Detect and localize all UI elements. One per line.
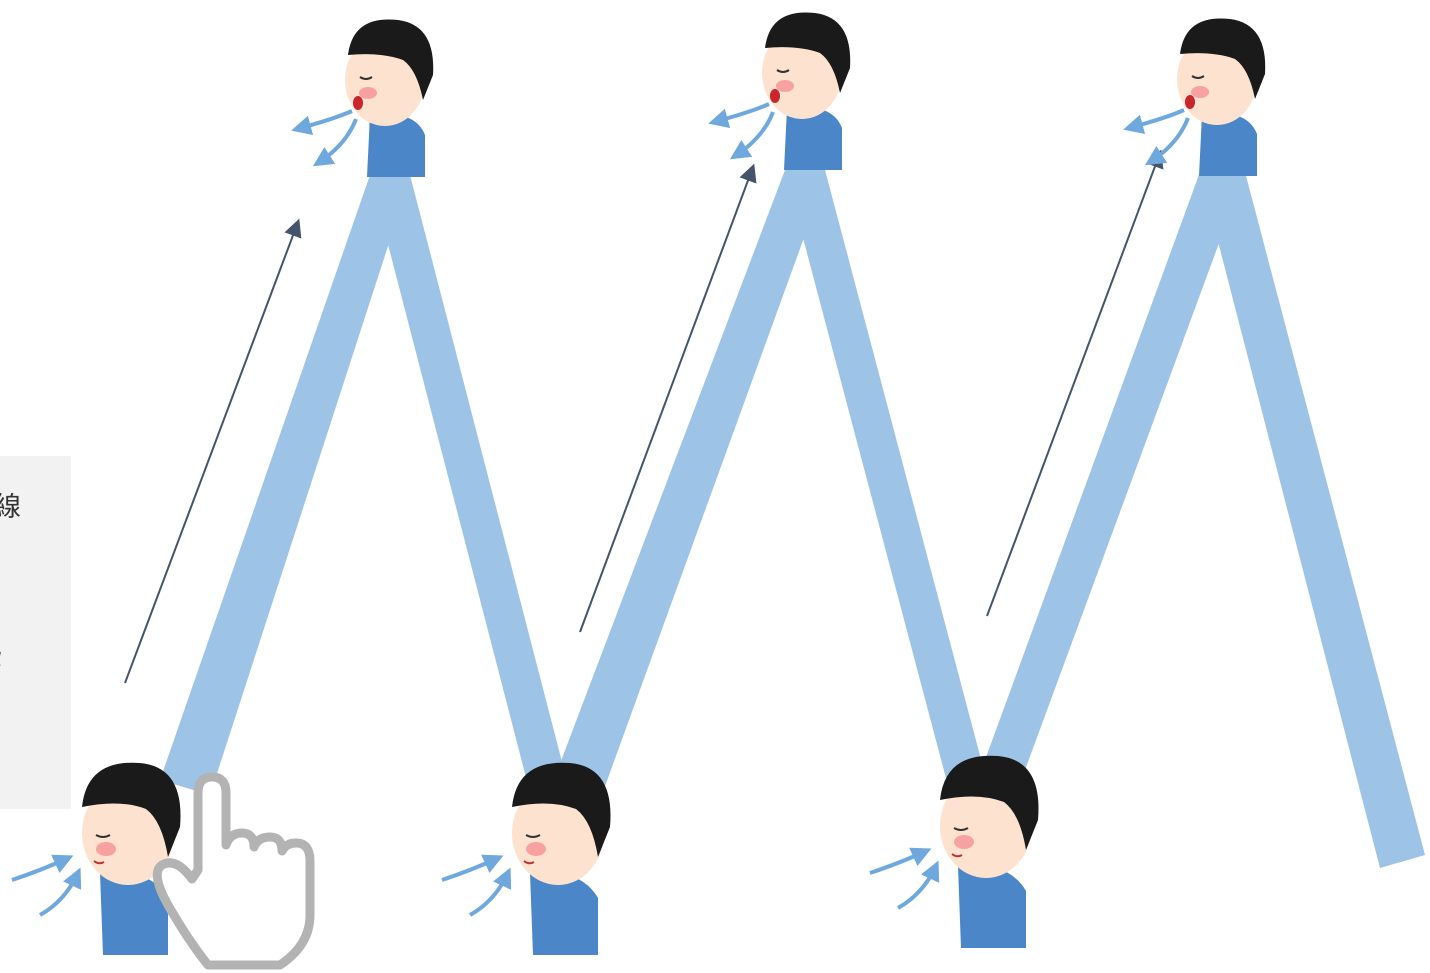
zigzag-segment: [1200, 172, 1425, 868]
zigzag-segment: [985, 172, 1222, 770]
note-line: th: [0, 597, 37, 632]
person-exhale-icon: [714, 12, 850, 170]
zigzag-band: [160, 170, 1425, 870]
person-exhale-icon: [297, 19, 433, 177]
hand-pointer-icon[interactable]: [157, 777, 310, 965]
person-exhale-icon: [1129, 18, 1265, 176]
zigzag-segment: [785, 170, 1005, 850]
zigzag-segment: [160, 175, 390, 795]
guide-arrow: [125, 222, 298, 683]
note-text: 線 th e a: [0, 490, 71, 595]
zigzag-segment: [550, 170, 805, 800]
person-inhale-icon: [442, 763, 611, 955]
note-panel: 線 th e a: [0, 456, 71, 809]
person-inhale-icon: [870, 756, 1039, 948]
note-line: 線: [0, 490, 65, 525]
note-line: e a: [0, 640, 33, 675]
